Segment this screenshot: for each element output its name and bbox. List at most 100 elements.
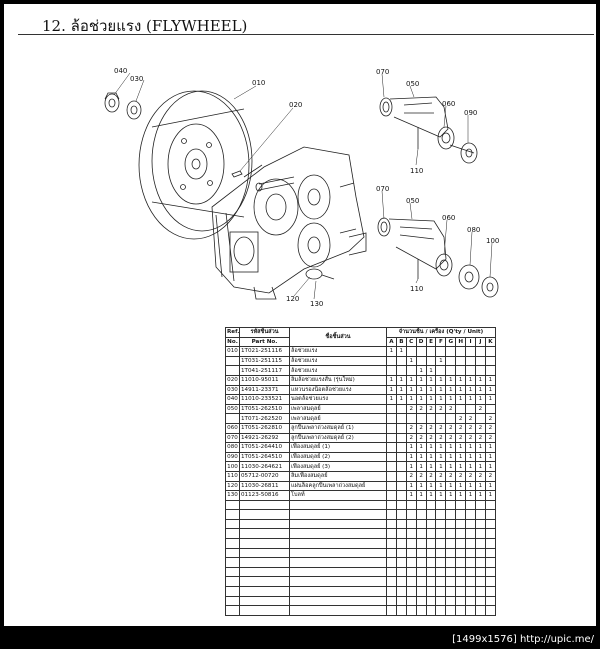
callout-label: 070	[376, 68, 389, 76]
catalog-page: 12. ล้อช่วยแรง (FLYWHEEL)	[4, 4, 596, 626]
ref-cell: 060	[225, 422, 240, 434]
model-column-header: D	[415, 336, 427, 348]
empty-cell	[395, 595, 407, 607]
part-no-cell: 1T051-264410	[239, 442, 290, 453]
empty-cell	[455, 557, 467, 568]
ref-cell: 080	[225, 442, 240, 453]
qty-cell: 1	[415, 442, 427, 453]
callout-label: 030	[130, 75, 143, 83]
qty-cell: 1	[455, 442, 467, 453]
qty-cell	[415, 355, 427, 367]
qty-cell: 2	[425, 432, 437, 444]
empty-cell	[415, 518, 427, 530]
empty-cell	[455, 518, 467, 530]
empty-cell	[475, 595, 486, 607]
empty-cell	[395, 499, 407, 511]
qty-cell	[386, 365, 397, 376]
empty-cell	[225, 557, 240, 568]
qty-cell: 1	[435, 490, 447, 501]
model-column-header: C	[405, 336, 417, 348]
empty-cell	[475, 499, 486, 511]
ref-cell: 130	[225, 490, 240, 501]
ref-cell	[225, 355, 240, 367]
empty-cell	[465, 557, 477, 568]
callout-label: 060	[442, 100, 455, 108]
part-name-cell: เฟืองสมดุลย์ (2)	[289, 451, 387, 463]
qty-cell: 2	[415, 422, 427, 434]
empty-cell	[435, 557, 447, 568]
empty-cell	[445, 538, 457, 549]
empty-cell	[465, 528, 477, 540]
qty-cell: 1	[465, 451, 477, 463]
qty-cell: 1	[405, 374, 417, 386]
qty-cell	[484, 355, 496, 367]
empty-cell	[425, 576, 437, 588]
blank-table-row	[225, 518, 496, 530]
empty-cell	[386, 605, 397, 616]
qty-cell	[395, 355, 407, 367]
qty-cell	[455, 355, 467, 367]
qty-cell: 2	[465, 432, 477, 444]
part-name-cell: เฟืองสมดุลย์ (1)	[289, 442, 387, 453]
lower-balancer-shaft-drawing	[377, 217, 499, 298]
model-column-header: F	[435, 336, 447, 348]
part-name-cell: ลูกปืนเพลาถ่วงสมดุลย์ (2)	[289, 432, 387, 444]
empty-cell	[445, 509, 457, 520]
part-name-cell: เฟืองสมดุลย์ (3)	[289, 461, 387, 472]
part-no-cell: 14921-26292	[239, 432, 290, 444]
empty-cell	[405, 509, 417, 520]
parts-table: Ref. รหัสชิ้นส่วน ชื่อชิ้นส่วน จำนวนชิ้น…	[225, 326, 496, 616]
qty-cell: 2	[455, 422, 467, 434]
qty-cell: 1	[435, 451, 447, 463]
qty-cell: 2	[455, 432, 467, 444]
empty-cell	[415, 605, 427, 616]
ref-cell	[225, 365, 240, 376]
empty-cell	[225, 605, 240, 616]
part-name-cell: ลิ่มเฟืองสมดุลย์	[289, 470, 387, 482]
empty-cell	[445, 586, 457, 597]
empty-cell	[386, 595, 397, 607]
qty-cell: 1	[405, 442, 417, 453]
empty-cell	[435, 586, 447, 597]
empty-cell	[455, 605, 467, 616]
empty-cell	[386, 538, 397, 549]
empty-cell	[289, 566, 387, 578]
empty-cell	[435, 528, 447, 540]
empty-cell	[225, 547, 240, 559]
empty-cell	[289, 509, 387, 520]
empty-cell	[386, 586, 397, 597]
qty-cell: 2	[455, 413, 467, 424]
empty-cell	[239, 547, 290, 559]
empty-cell	[435, 595, 447, 607]
empty-cell	[386, 547, 397, 559]
empty-cell	[475, 547, 486, 559]
empty-cell	[415, 528, 427, 540]
empty-cell	[475, 528, 486, 540]
blank-table-row	[225, 595, 496, 607]
qty-cell: 2	[484, 422, 496, 434]
empty-cell	[405, 518, 417, 530]
qty-cell: 2	[405, 470, 417, 482]
empty-cell	[239, 538, 290, 549]
empty-cell	[425, 499, 437, 511]
empty-cell	[225, 566, 240, 578]
qty-cell	[445, 413, 457, 424]
callout-label: 020	[289, 101, 302, 109]
qty-cell	[386, 442, 397, 453]
part-no-cell: 1T031-251115	[239, 355, 290, 367]
part-no-cell: 1T051-262510	[239, 403, 290, 415]
qty-cell	[395, 470, 407, 482]
empty-cell	[405, 538, 417, 549]
empty-cell	[239, 605, 290, 616]
qty-cell	[395, 422, 407, 434]
ref-cell: 120	[225, 480, 240, 492]
blank-table-row	[225, 528, 496, 540]
empty-cell	[289, 528, 387, 540]
qty-cell: 1	[465, 374, 477, 386]
empty-cell	[484, 518, 496, 530]
